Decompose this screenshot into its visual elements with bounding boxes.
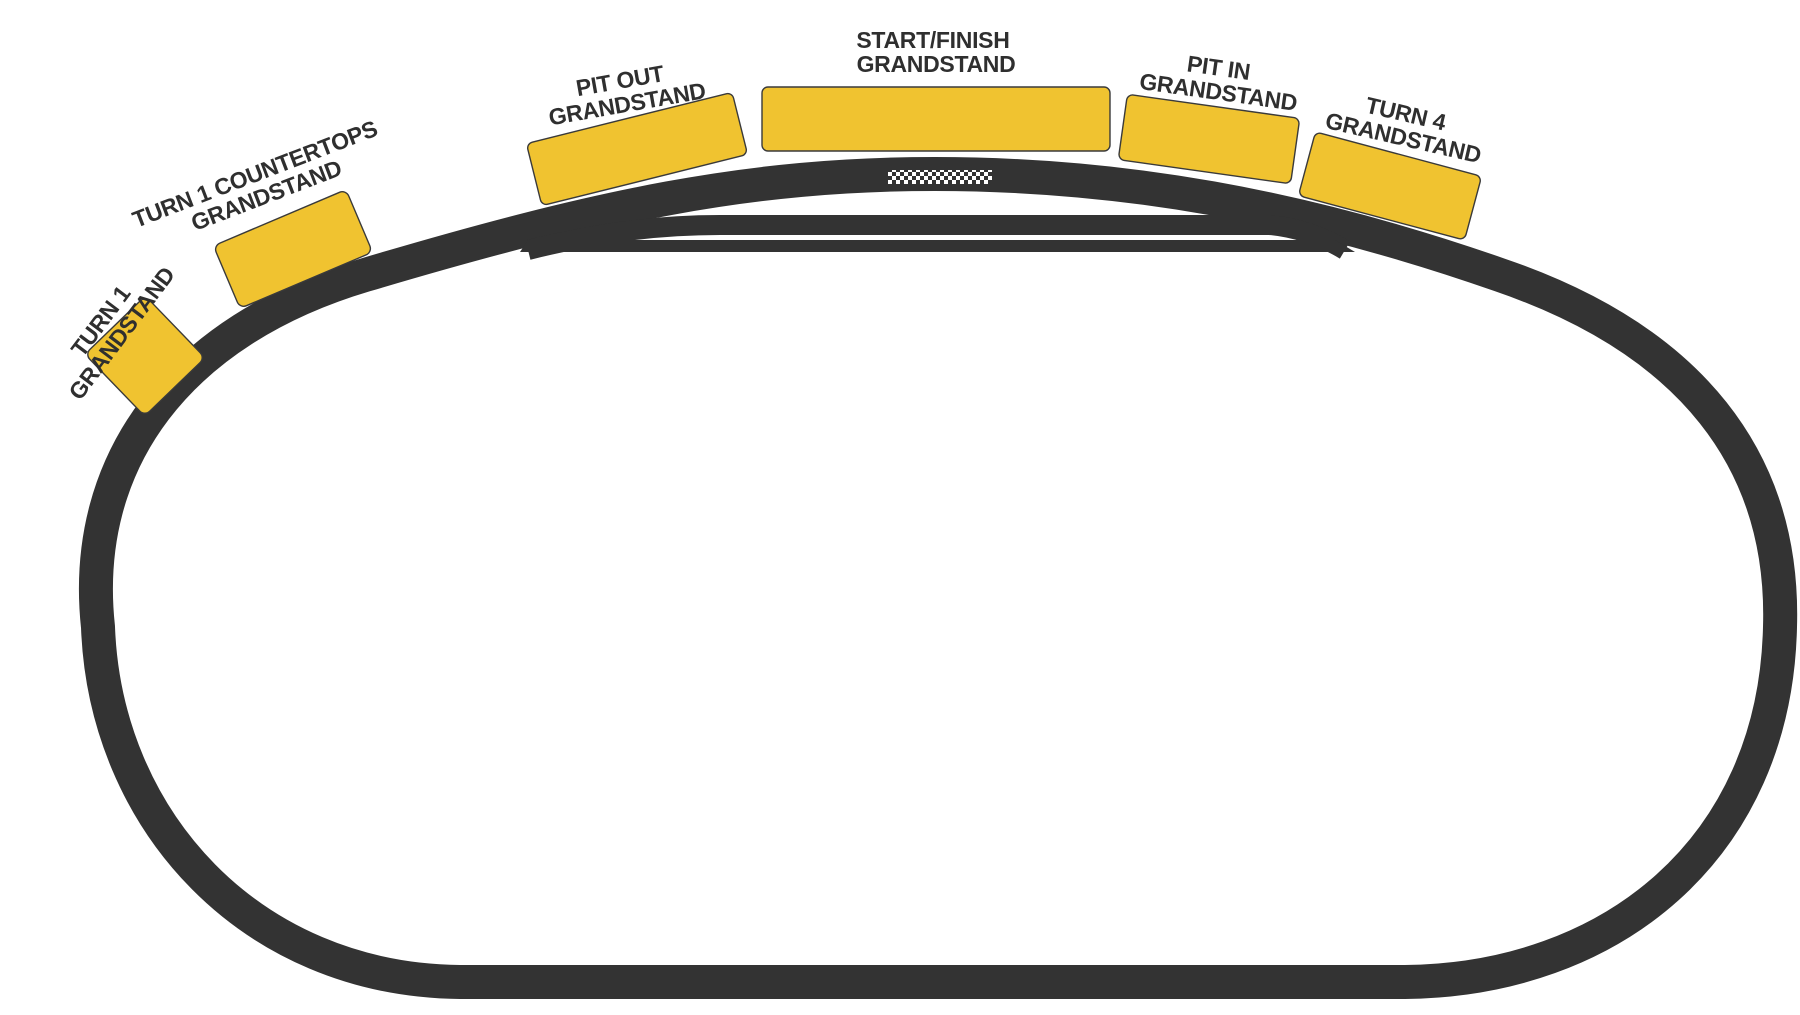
turn-1-grandstand-block[interactable] bbox=[85, 296, 205, 416]
turn-4-grandstand[interactable]: TURN 4 GRANDSTAND bbox=[1298, 84, 1489, 240]
turn-4-grandstand-block[interactable] bbox=[1298, 132, 1481, 240]
pit-road bbox=[525, 215, 1351, 260]
pit-road-fill bbox=[520, 240, 1355, 252]
pit-out-grandstand-block[interactable] bbox=[526, 92, 748, 206]
start-finish-grandstand-block[interactable] bbox=[761, 86, 1111, 152]
pit-out-grandstand[interactable]: PIT OUT GRANDSTAND bbox=[526, 54, 748, 206]
start-finish-label-line-2: GRANDSTAND bbox=[857, 51, 1016, 77]
start-finish-label-line-1: START/FINISH bbox=[856, 27, 1009, 53]
race-track bbox=[78, 157, 1798, 999]
pit-in-grandstand-block[interactable] bbox=[1118, 94, 1300, 184]
start-finish-line bbox=[888, 170, 992, 184]
pit-in-grandstand[interactable]: PIT IN GRANDSTAND bbox=[1118, 44, 1302, 184]
turn-1-countertops-grandstand-block[interactable] bbox=[213, 190, 372, 309]
start-finish-grandstand-label: START/FINISH GRANDSTAND bbox=[856, 27, 1015, 77]
start-finish-grandstand[interactable]: START/FINISH GRANDSTAND bbox=[761, 27, 1111, 152]
